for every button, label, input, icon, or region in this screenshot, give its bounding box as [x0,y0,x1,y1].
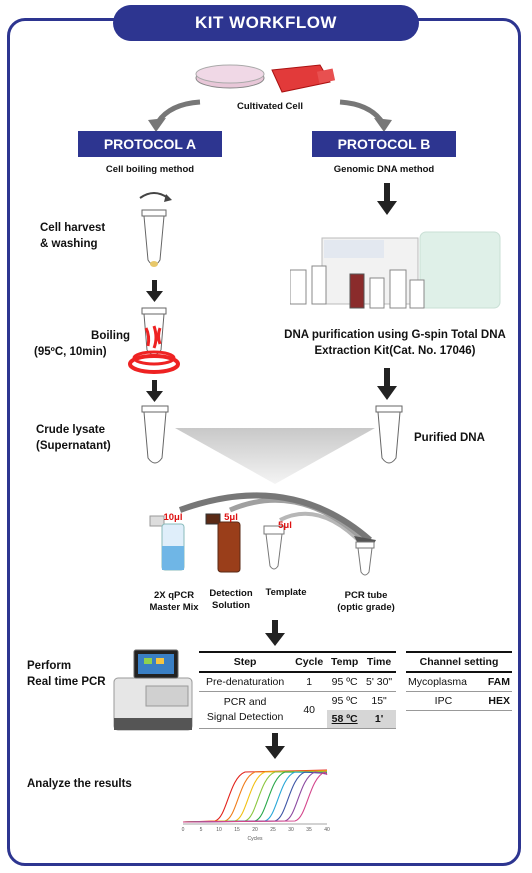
x-tick-label: 30 [288,827,294,833]
channel-setting-table: Channel setting Mycoplasma FAM IPC HEX [406,651,512,711]
x-tick-label: 10 [216,827,222,833]
purified-dna-label: Purified DNA [414,432,485,444]
table-row: 58 ºC 1' [199,710,396,729]
x-tick-label: 15 [234,827,240,833]
lysate-tube-icon [141,405,169,464]
boiling-tube-icon [128,307,180,374]
x-tick-label: 25 [270,827,276,833]
arrow-down-icon [265,620,285,646]
amplification-curve [182,771,328,823]
arrow-down-icon [377,368,397,400]
reagent-tubes-illustration [149,492,376,576]
kit-product-image [290,231,501,309]
reagent-template: Template [265,587,307,598]
x-tick-label: 20 [252,827,258,833]
amplification-curve [182,771,328,823]
x-axis-label: Cycles [247,836,263,842]
x-tick-label: 35 [306,827,312,833]
amplification-plot: 0 5 10 15 20 25 30 35 40 Cycles [182,769,330,842]
step-boiling: Boiling [91,330,130,342]
reagent-volume: 10μl [163,512,183,523]
arrow-down-icon [265,733,285,759]
col-temp: Temp [327,651,363,673]
amplification-curve [182,771,328,823]
table-row: Mycoplasma FAM [406,672,512,692]
analyze-label: Analyze the results [27,778,132,790]
reagent-volume: 5μl [278,520,292,531]
protocol-b-method: Genomic DNA method [333,164,435,175]
tube-harvest-icon [139,192,172,267]
pcr-instrument-image [113,649,193,731]
x-tick-label: 5 [200,827,203,833]
amplification-curve [182,771,328,823]
x-tick-label: 0 [182,827,185,833]
arrow-down-icon [146,380,163,402]
step-cell-harvest: Cell harvest& washing [40,222,106,250]
x-tick-label: 40 [324,827,330,833]
arrow-down-icon [377,183,397,215]
col-cycle: Cycle [291,651,328,673]
step-crude-lysate: Crude lysate(Supernatant) [36,424,111,452]
split-arrows [148,99,392,132]
protocol-b-banner: PROTOCOL B [312,131,456,157]
page-title: KIT WORKFLOW [113,5,419,41]
amplification-curve [182,771,328,823]
amplification-curve [182,770,328,823]
table-row: IPC HEX [406,691,512,711]
protocol-a-banner: PROTOCOL A [78,131,222,157]
table-row: Pre-denaturation 1 95 ºC 5' 30" [199,672,396,692]
protocol-a-method: Cell boiling method [105,164,195,175]
reagent-volume: 5μl [224,512,238,523]
arrow-down-icon [146,280,163,302]
step-boiling-condition: (95ºC, 10min) [34,346,107,358]
cell-label: Cultivated Cell [237,101,303,112]
channel-header: Channel setting [406,651,512,673]
amplification-curve [182,769,328,823]
amplification-curve [182,771,328,823]
col-time: Time [362,651,396,673]
merge-funnel [175,428,375,484]
pcr-tube-label: PCR tube(optic grade) [337,590,395,613]
purified-tube-icon [375,405,403,464]
col-step: Step [199,651,292,673]
amplification-curve [182,770,328,823]
pcr-protocol-table: Step Cycle Temp Time Pre-denaturation 1 … [199,651,396,729]
cell-culture-images [195,64,336,93]
